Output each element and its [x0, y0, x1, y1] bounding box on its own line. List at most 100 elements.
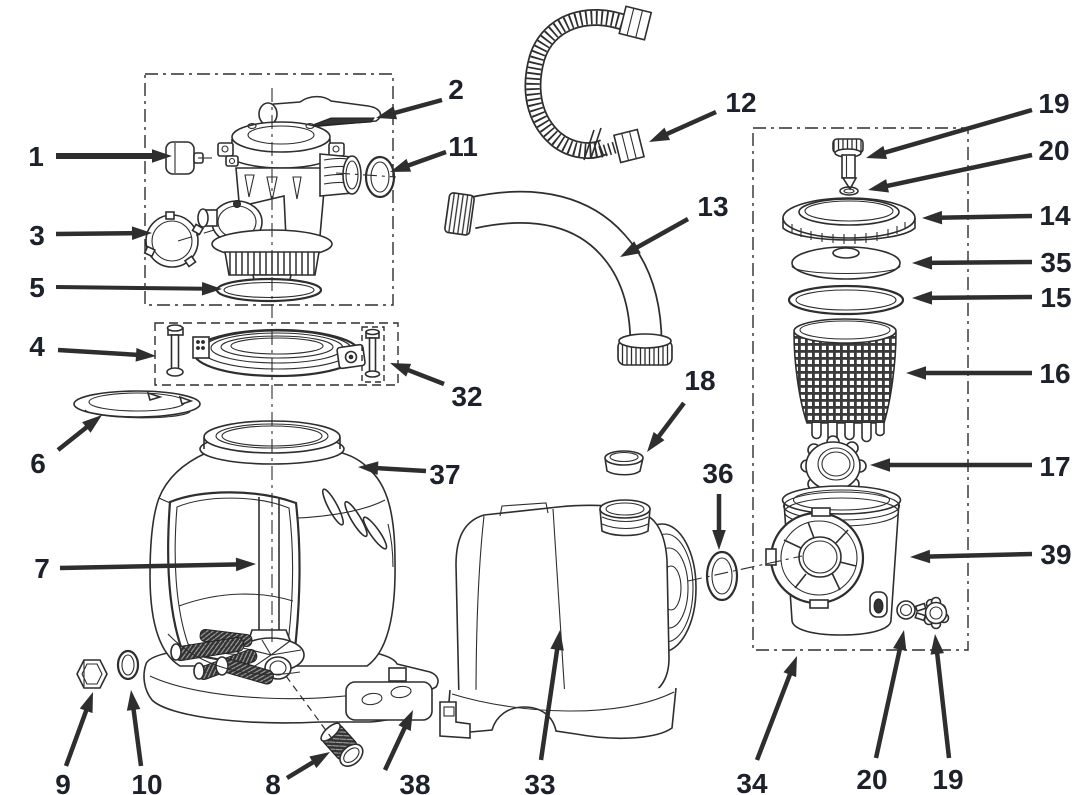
port-o-ring: [364, 155, 396, 199]
arrow-line-18: [654, 401, 686, 441]
arrow-head-20: [868, 179, 889, 193]
callout-20-28: 20: [856, 630, 907, 795]
arrow-line-7: [59, 562, 241, 571]
centerline-1: [687, 555, 803, 582]
callout-14-21: 14: [922, 200, 1071, 231]
corrugated-hose: [524, 5, 653, 164]
callout-2-1: 2: [376, 74, 464, 120]
arrow-head-20: [893, 630, 907, 651]
lid-seal: [791, 246, 901, 280]
elbow-hose: [444, 190, 673, 366]
arrow-line-3: [55, 230, 137, 237]
lock-nut: [800, 435, 867, 498]
callout-8-12: 8: [265, 752, 330, 795]
hose-nut-bottom: [612, 128, 646, 164]
arrow-head-7: [235, 557, 256, 572]
callout-32-6: 32: [390, 363, 483, 412]
drain-valve-o-ring: [896, 600, 916, 620]
arrow-line-11: [404, 149, 447, 169]
pump-foot: [439, 701, 471, 739]
part-label-2: 2: [448, 74, 464, 105]
centerline-3: [177, 229, 215, 242]
arrow-head-32: [390, 363, 412, 377]
centerlines: [177, 88, 803, 745]
centerline-2: [335, 172, 397, 178]
arrow-head-18: [647, 431, 665, 452]
arrow-line-20: [873, 645, 903, 759]
hose-nut-top: [618, 5, 653, 41]
arrow-line-12: [662, 109, 717, 138]
callout-38-13: 38: [382, 710, 431, 795]
strainer-plate: [73, 390, 201, 419]
part-label-18: 18: [684, 365, 715, 396]
callout-36-18: 36: [702, 458, 734, 550]
arrow-line-5: [55, 285, 207, 291]
part-label-3: 3: [29, 220, 45, 251]
arrow-line-15: [927, 294, 1033, 301]
part-label-4: 4: [29, 331, 45, 362]
clamp-bolt-left: [166, 324, 184, 377]
arrow-head-35: [912, 256, 933, 270]
arrow-line-38: [382, 723, 409, 771]
part-label-13: 13: [697, 191, 728, 222]
callout-34-27: 34: [736, 656, 797, 795]
arrow-head-3: [131, 226, 152, 241]
arrow-line-32: [404, 366, 445, 387]
callout-6-7: 6: [30, 415, 102, 479]
arrow-line-39: [925, 551, 1033, 559]
part-label-33: 33: [524, 769, 555, 795]
valve-o-ring-small: [839, 186, 859, 196]
arrow-line-14: [937, 213, 1033, 220]
part-label-14: 14: [1039, 200, 1071, 231]
arrow-head-5: [201, 281, 222, 296]
part-label-32: 32: [451, 381, 482, 412]
arrow-head-37: [358, 461, 379, 475]
arrow-head-13: [620, 241, 641, 257]
part-label-20: 20: [1038, 135, 1069, 166]
callout-5-4: 5: [29, 272, 222, 303]
pump-motor-housing: [439, 499, 697, 740]
strainer-lid: [782, 197, 916, 244]
arrow-head-34: [783, 656, 797, 678]
arrow-line-35: [927, 259, 1033, 266]
callout-18-17: 18: [647, 365, 716, 452]
arrow-head-8: [309, 752, 330, 769]
arrow-line-33: [538, 645, 560, 761]
part-label-20: 20: [856, 764, 887, 795]
part-label-19: 19: [1038, 88, 1069, 119]
part-label-12: 12: [725, 87, 756, 118]
strainer-basket: [793, 318, 897, 443]
arrow-head-36: [712, 530, 726, 550]
part-label-15: 15: [1040, 282, 1071, 313]
part-label-36: 36: [702, 458, 733, 489]
part-label-1: 1: [28, 141, 44, 172]
callout-19-19: 19: [866, 88, 1070, 159]
callout-4-5: 4: [29, 331, 156, 362]
arrow-head-12: [649, 127, 671, 142]
arrow-head-4: [135, 347, 156, 362]
callout-15-23: 15: [912, 282, 1072, 313]
part-label-11: 11: [448, 131, 478, 162]
arrow-head-16: [906, 366, 926, 380]
arrow-head-19: [866, 145, 888, 159]
arrow-line-34: [754, 670, 794, 761]
pump-strainer-assembly: [765, 138, 950, 636]
tank-o-ring: [215, 277, 323, 303]
part-label-37: 37: [429, 459, 460, 490]
group-boxes: [144, 73, 969, 651]
part-label-34: 34: [736, 768, 768, 795]
strainer-group-box: [752, 127, 969, 651]
callout-3-3: 3: [29, 220, 152, 251]
part-label-16: 16: [1039, 358, 1070, 389]
callout-19-29: 19: [930, 634, 964, 795]
part-label-6: 6: [30, 448, 46, 479]
arrow-line-19: [934, 649, 952, 759]
housing-inlet-flange: [765, 507, 865, 609]
part-label-5: 5: [29, 272, 45, 303]
clamp-bolt-right: [364, 328, 381, 378]
callout-33-14: 33: [524, 630, 564, 795]
valve-group-box: [144, 73, 394, 306]
laterals: [170, 628, 274, 685]
